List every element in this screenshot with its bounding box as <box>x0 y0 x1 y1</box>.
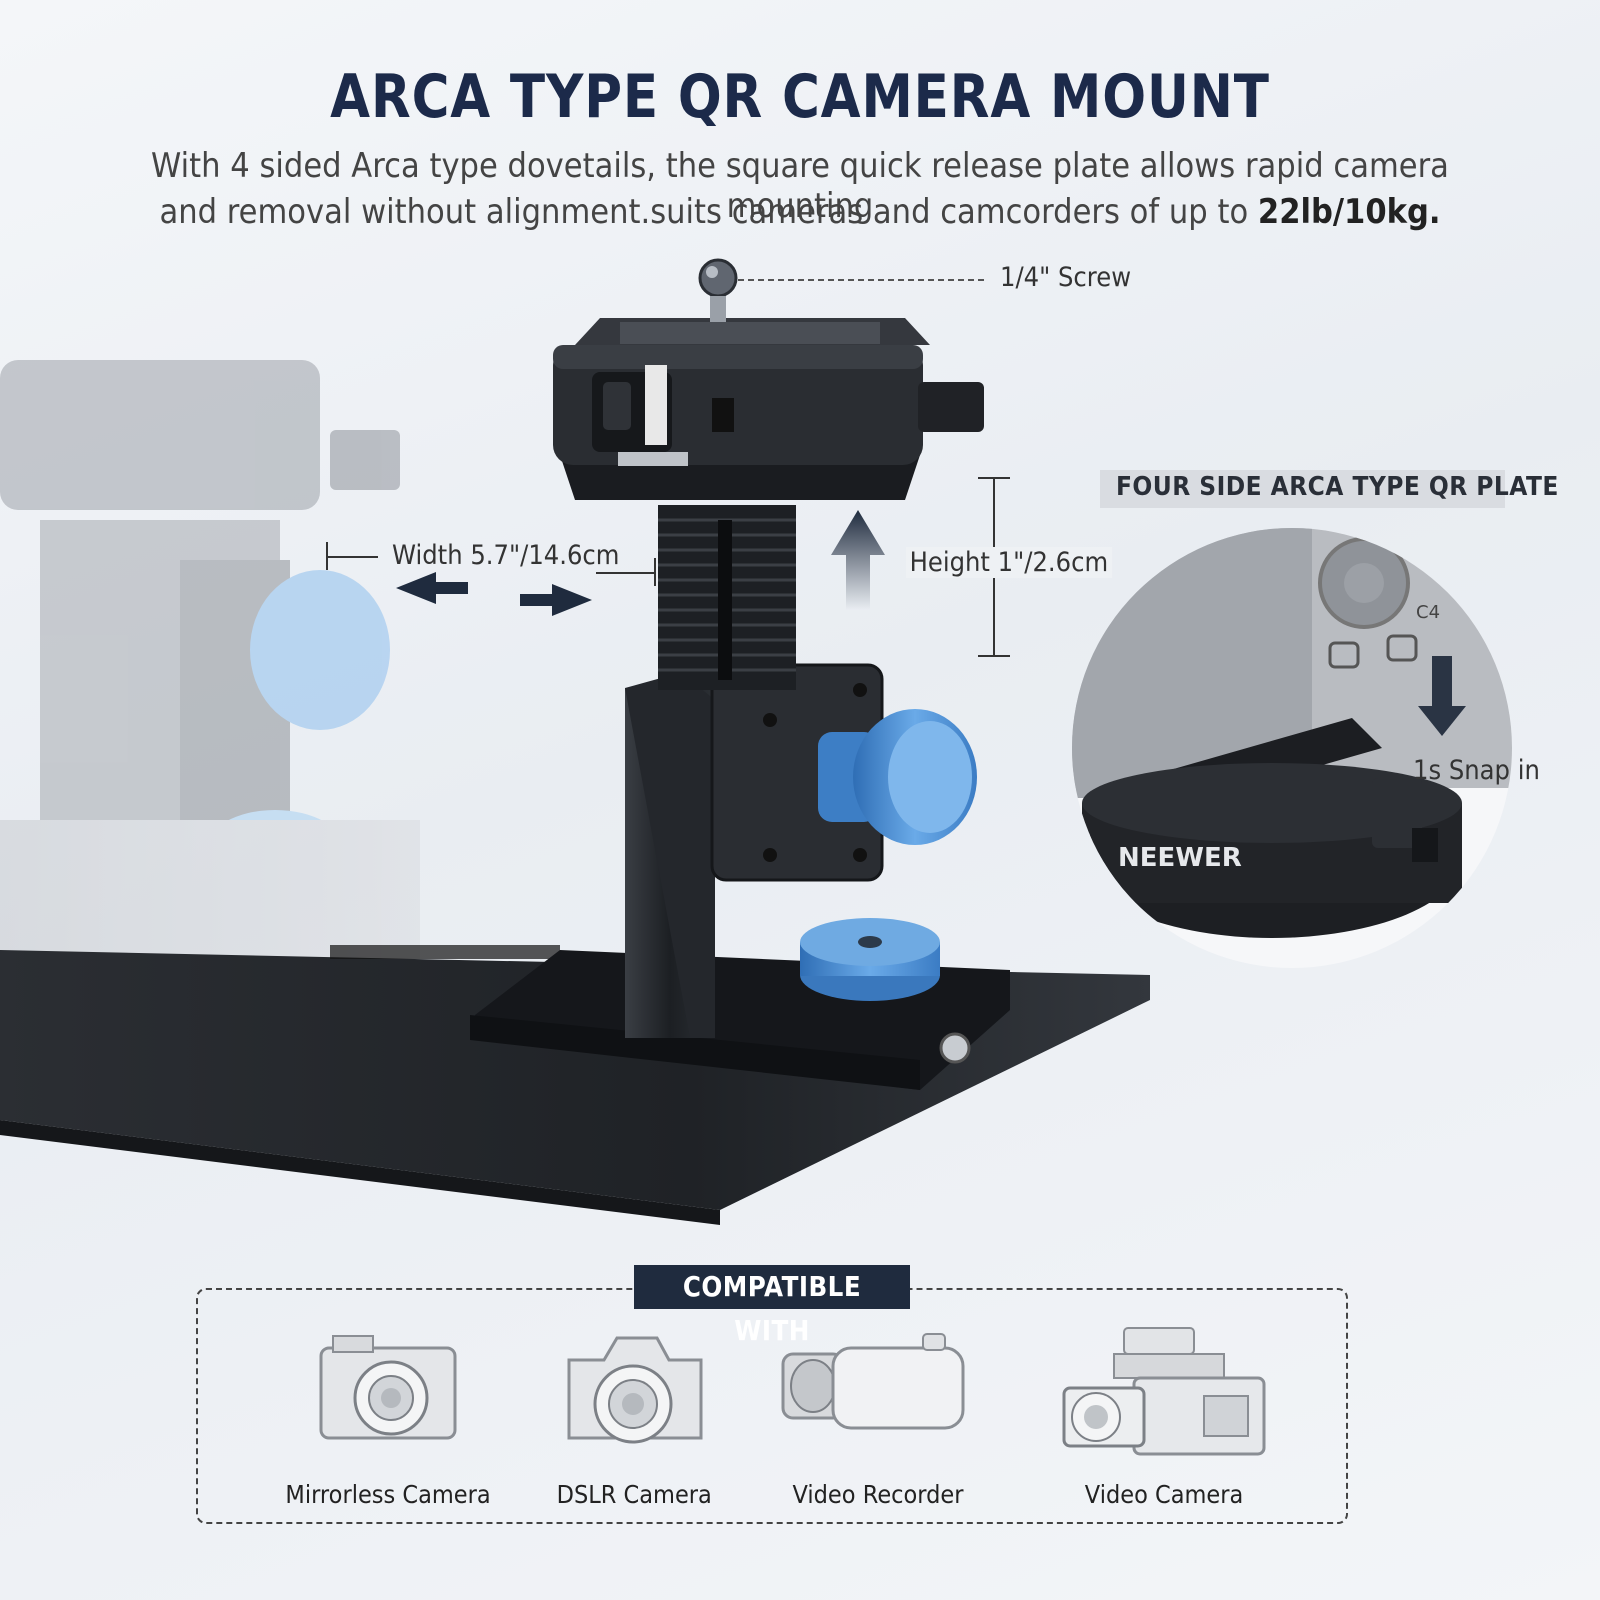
blue-knob-lower <box>800 918 940 1001</box>
height-tick-bottom <box>978 655 1010 657</box>
inset-title-bar: FOUR SIDE ARCA TYPE QR PLATE <box>1100 470 1558 508</box>
device-label-mirrorless: Mirrorless Camera <box>285 1480 491 1509</box>
page-title: ARCA TYPE QR CAMERA MOUNT <box>330 62 1270 132</box>
width-leader-right <box>596 572 654 574</box>
right-arrow-icon <box>520 584 592 616</box>
left-arrow-icon <box>396 572 468 604</box>
screw-leader-line <box>738 279 984 281</box>
device-video-recorder: Video Recorder <box>758 1320 998 1520</box>
product-photo <box>0 258 1150 1225</box>
up-arrow-icon <box>831 510 885 610</box>
video-recorder-icon <box>781 1333 965 1430</box>
ghost-mount <box>0 360 420 1000</box>
subtitle-line-1: With 4 sided Arca type dovetails, the sq… <box>151 146 1449 226</box>
compatible-title-badge: COMPATIBLE WITH <box>634 1265 910 1347</box>
device-label-dslr: DSLR Camera <box>556 1480 712 1509</box>
subtitle-line-2-text: and removal without alignment.suits came… <box>159 192 1258 232</box>
down-arrow-icon <box>1418 706 1466 736</box>
inset-title: FOUR SIDE ARCA TYPE QR PLATE <box>1116 472 1559 502</box>
device-mirrorless: Mirrorless Camera <box>268 1320 508 1520</box>
compatible-title: COMPATIBLE WITH <box>682 1270 862 1347</box>
device-label-video-camera: Video Camera <box>1084 1480 1244 1509</box>
device-video-camera: Video Camera <box>1044 1320 1284 1520</box>
screw-label: 1/4" Screw <box>1000 262 1132 293</box>
dslr-camera-icon <box>567 1336 703 1444</box>
inset-detail: C4 NEEWER <box>1072 528 1512 968</box>
width-tick-right <box>654 558 656 586</box>
width-label: Width 5.7"/14.6cm <box>392 540 620 571</box>
device-label-video-recorder: Video Recorder <box>792 1480 964 1509</box>
mirrorless-camera-icon <box>319 1335 457 1440</box>
load-capacity: 22lb/10kg. <box>1257 192 1441 232</box>
brand-logo: NEEWER <box>1118 843 1242 873</box>
subtitle-line-2: and removal without alignment.suits came… <box>80 192 1520 232</box>
height-label: Height 1"/2.6cm <box>906 547 1112 578</box>
dial-label: C4 <box>1416 602 1440 623</box>
screw-head <box>698 258 738 298</box>
inset-photo: C4 NEEWER <box>1072 528 1512 938</box>
blue-knob-upper <box>818 709 977 845</box>
width-leader-left <box>326 556 378 558</box>
clamp-head <box>553 318 984 500</box>
video-camera-icon <box>1062 1327 1266 1456</box>
snap-label: 1s Snap in <box>1413 755 1540 786</box>
device-dslr: DSLR Camera <box>514 1320 754 1520</box>
